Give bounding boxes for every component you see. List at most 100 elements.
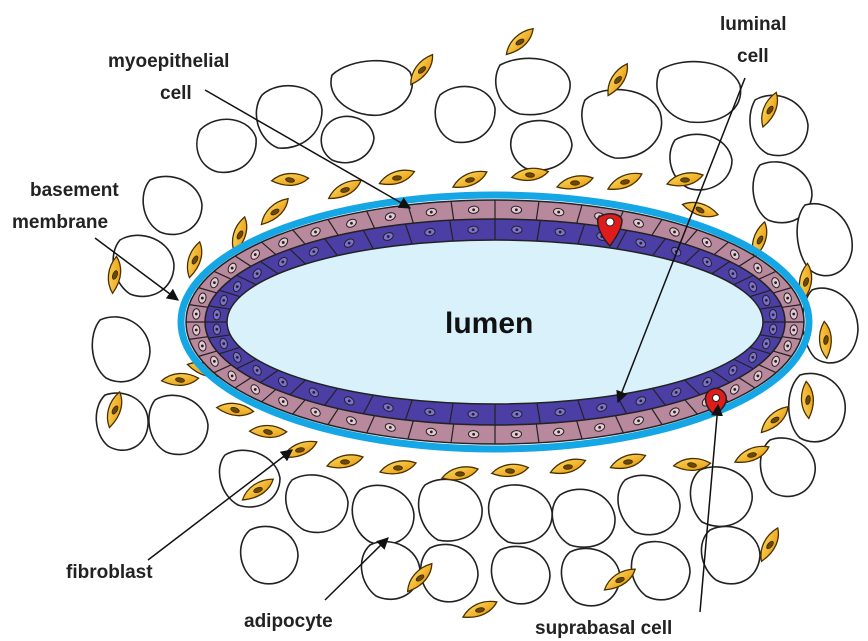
adipocyte [321, 116, 374, 162]
fibroblast [451, 170, 489, 189]
fibroblast [442, 467, 478, 480]
adipocyte [286, 475, 348, 533]
adipocyte [149, 395, 208, 454]
adipocyte [352, 485, 414, 544]
myoepithelial-cell-nucleolus [472, 433, 475, 436]
fibroblast [756, 405, 794, 434]
luminal-cell-nucleolus [222, 299, 225, 302]
myoepithelial-cell-nucleolus [756, 375, 759, 378]
myoepithelial-cell-nucleolus [195, 313, 198, 316]
luminal-cell-nucleolus [236, 356, 239, 359]
luminal-cell-nucleolus [387, 235, 390, 238]
myoepithelial-cell-nucleolus [350, 222, 353, 225]
luminal-cell-nucleolus [772, 328, 775, 331]
luminal-cell-nucleolus [731, 272, 734, 275]
myoepithelial-cell-nucleolus [733, 388, 736, 391]
luminal-cell-nucleolus [387, 406, 390, 409]
fibroblast [492, 462, 529, 478]
myoepithelial-cell-nucleolus [756, 267, 759, 270]
adipocyte [496, 58, 570, 114]
fibroblast-nucleus [681, 178, 690, 182]
luminal-cell-nucleolus [706, 261, 709, 264]
luminal-cell-nucleolus [428, 411, 431, 414]
fibroblast-label: fibroblast [66, 562, 153, 583]
luminal-cell-nucleolus [348, 242, 351, 245]
adipocyte [92, 317, 150, 382]
luminal-cell-nucleolus [281, 261, 284, 264]
adipocyte [618, 475, 680, 534]
myoepithelial-cell-nucleolus [314, 231, 317, 234]
myoepithelial-cell-nucleolus [705, 241, 708, 244]
adipocyte [552, 489, 615, 547]
myoepithelial-cell-nucleolus [637, 222, 640, 225]
luminal-cell-nucleolus [348, 399, 351, 402]
myoepithelial-cell-nucleolus [201, 345, 204, 348]
fibroblast [606, 172, 644, 191]
fibroblast [461, 600, 499, 619]
adipocyte [561, 548, 620, 605]
myoepithelial-cell-nucleolus [786, 297, 789, 300]
luminal-cell-nucleolus [312, 250, 315, 253]
adipocyte [511, 121, 572, 171]
lumen-label: lumen [445, 307, 533, 340]
luminal-cell-nucleolus [472, 228, 475, 231]
luminal-cell-nucleolus [515, 413, 518, 416]
myoepithelial-cell-nucleolus [673, 411, 676, 414]
myoepithelial-cell-nucleolus [792, 313, 795, 316]
fibroblast-nucleus [341, 460, 350, 464]
myoepithelial-cell-nucleolus [792, 329, 795, 332]
myoepithelial-cell-nucleolus [637, 419, 640, 422]
myoepithelial-cell-nucleolus [282, 400, 285, 403]
myoepithelial-cell-nucleolus [201, 297, 204, 300]
suprabasal-nucleus [713, 395, 720, 402]
myoepithelial-cell-nucleolus [673, 231, 676, 234]
adipocyte [419, 479, 483, 541]
myoepithelial-cell-nucleolus [515, 208, 518, 211]
adipocyte [143, 176, 202, 234]
adipocyte [197, 119, 256, 172]
myoepithelial-cell-nucleolus [231, 267, 234, 270]
fibroblast-nucleus [394, 466, 403, 470]
adipocyte [491, 546, 550, 603]
myoepithelial-cell-nucleolus [254, 253, 257, 256]
adipocyte-label: adipocyte [244, 611, 333, 632]
luminal-cell-nucleolus [639, 242, 642, 245]
luminal-cell-nucleolus [222, 342, 225, 345]
basement-label-line2: membrane [12, 212, 108, 233]
luminal-cell-nucleolus [559, 231, 562, 234]
fibroblast-nucleus [392, 175, 401, 180]
luminal-cell-nucleolus [600, 406, 603, 409]
luminal-cell-nucleolus [751, 356, 754, 359]
adipocyte [789, 373, 846, 441]
adipocyte [582, 90, 662, 159]
mammary-duct: lumen [181, 195, 809, 449]
adipocyte [701, 526, 760, 583]
luminal-label-line2: cell [737, 46, 769, 67]
luminal-cell-nucleolus [236, 285, 239, 288]
myoepithelial-cell-nucleolus [350, 419, 353, 422]
adipocyte [241, 526, 298, 583]
fibroblast [327, 455, 363, 468]
fibroblast [557, 176, 593, 189]
luminal-cell-nucleolus [472, 413, 475, 416]
suprabasal-nucleus [606, 218, 614, 226]
luminal-cell-nucleolus [765, 299, 768, 302]
fibroblast [609, 453, 646, 469]
luminal-cell-nucleolus [256, 369, 259, 372]
luminal-cell-nucleolus [706, 381, 709, 384]
myoepithelial-cell-nucleolus [231, 375, 234, 378]
luminal-cell-nucleolus [772, 313, 775, 316]
luminal-cell-nucleolus [428, 231, 431, 234]
myoepithelial-cell-nucleolus [195, 329, 198, 332]
luminal-cell-nucleolus [731, 369, 734, 372]
luminal-cell-nucleolus [751, 285, 754, 288]
fibroblast [501, 27, 539, 56]
fibroblast-nucleus [525, 172, 534, 177]
adipocyte [435, 86, 495, 142]
fibroblast [161, 370, 199, 389]
myoepithelial-cell-nucleolus [389, 215, 392, 218]
myoepithelial-cell-nucleolus [430, 431, 433, 434]
myoepithelial-cell-nucleolus [314, 411, 317, 414]
adipocyte [797, 204, 852, 276]
myoepithelial-cell-nucleolus [472, 208, 475, 211]
